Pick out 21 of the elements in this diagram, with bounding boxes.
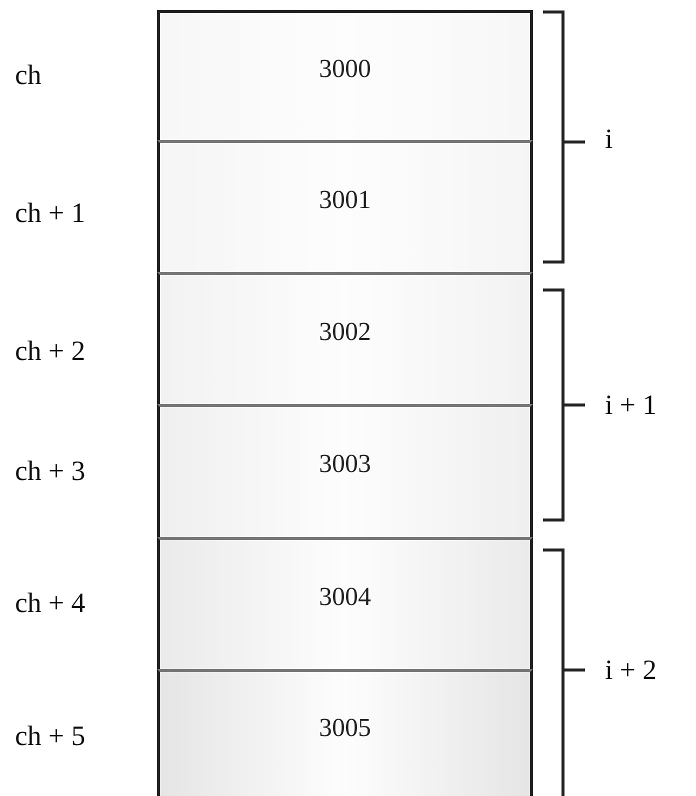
memory-address: 3002 bbox=[319, 316, 371, 346]
address-label: ch bbox=[15, 62, 42, 90]
index-label: i + 2 bbox=[605, 657, 657, 685]
memory-cell bbox=[157, 404, 533, 537]
memory-cell bbox=[157, 10, 533, 140]
memory-address: 3000 bbox=[319, 54, 371, 84]
index-label: i + 1 bbox=[605, 392, 657, 420]
address-label: ch + 5 bbox=[15, 723, 86, 751]
address-label: ch + 1 bbox=[15, 200, 86, 228]
memory-address: 3005 bbox=[319, 713, 371, 743]
address-label: ch + 3 bbox=[15, 458, 86, 486]
index-label: i bbox=[605, 126, 613, 154]
memory-address: 3001 bbox=[319, 184, 371, 214]
memory-address: 3004 bbox=[319, 582, 371, 612]
address-label: ch + 4 bbox=[15, 590, 86, 618]
memory-cell bbox=[157, 272, 533, 404]
memory-cell bbox=[157, 537, 533, 669]
memory-cell bbox=[157, 669, 533, 796]
memory-cell bbox=[157, 140, 533, 272]
memory-address: 3003 bbox=[319, 449, 371, 479]
address-label: ch + 2 bbox=[15, 338, 86, 366]
